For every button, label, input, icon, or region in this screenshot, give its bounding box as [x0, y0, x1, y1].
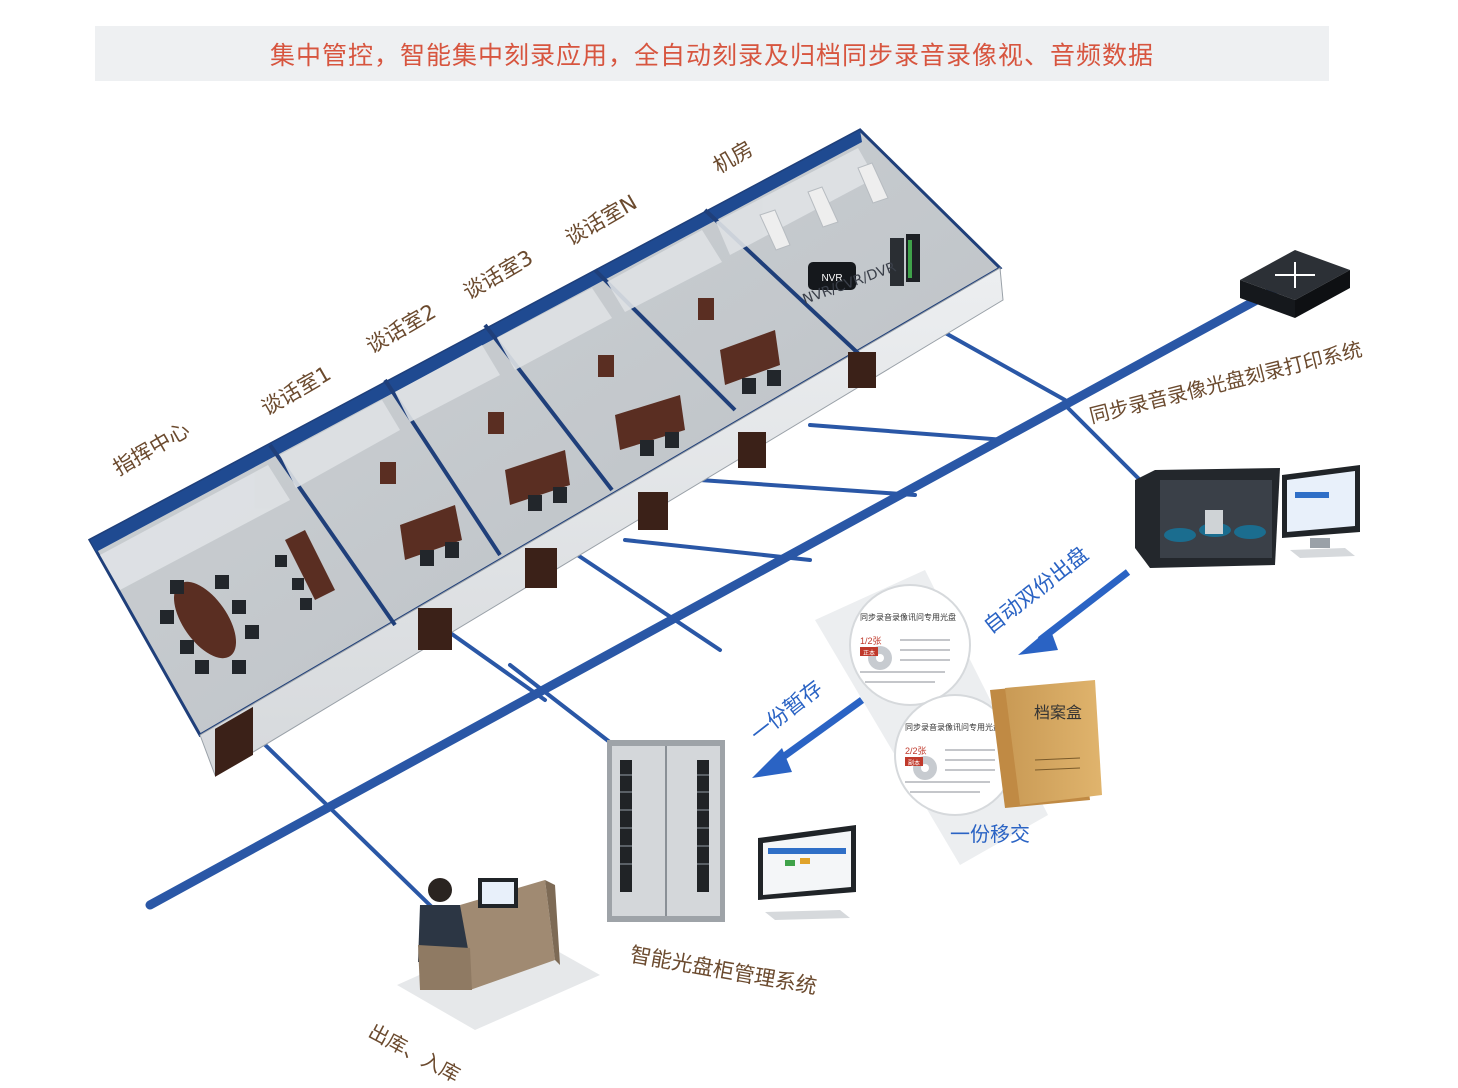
cabinet-monitor — [758, 825, 856, 920]
disc1-header: 同步录音录像讯问专用光盘 — [860, 612, 956, 622]
nvr-chip-label: NVR — [821, 273, 842, 284]
banner-title: 集中管控，智能集中刻录应用，全自动刻录及归档同步录音录像视、音频数据 — [269, 40, 1154, 70]
branch-operator — [253, 733, 442, 917]
label-transfer: 一份移交 — [950, 822, 1030, 846]
disc-2: 同步录音录像讯问专用光盘 2/2张 副本 — [894, 694, 1016, 816]
disc2-tag: 副本 — [908, 759, 920, 767]
network-switch-icon — [1240, 250, 1350, 318]
building: NVR — [87, 128, 1004, 777]
disc-1: 同步录音录像讯问专用光盘 1/2张 正本 — [849, 584, 971, 706]
disc2-number: 2/2张 — [905, 746, 927, 756]
disc2-header: 同步录音录像讯问专用光盘 — [905, 722, 1001, 732]
network-lines — [145, 285, 1280, 917]
header-banner: 集中管控，智能集中刻录应用，全自动刻录及归档同步录音录像视、音频数据 — [95, 26, 1329, 81]
flow-arrow-dual-output — [1018, 569, 1131, 655]
branch-burner — [1063, 403, 1142, 482]
branch-cabinet — [508, 663, 622, 752]
disc-burner-device — [1135, 468, 1280, 568]
disc-sheet: 同步录音录像讯问专用光盘 1/2张 正本 同步录音录像讯问专用光盘 2/2张 副… — [815, 570, 1048, 865]
burner-monitor — [1282, 465, 1360, 558]
archive-box-label: 档案盒 — [1034, 703, 1082, 722]
disc1-tag: 正本 — [863, 649, 875, 657]
network-backbone — [145, 285, 1280, 910]
disc1-number: 1/2张 — [860, 636, 882, 646]
archive-box: 档案盒 — [990, 680, 1102, 808]
operator-station — [397, 878, 600, 1030]
disc-cabinet — [607, 740, 725, 922]
nvr-device: NVR — [808, 262, 856, 290]
flow-arrow-temp-store — [752, 697, 865, 778]
